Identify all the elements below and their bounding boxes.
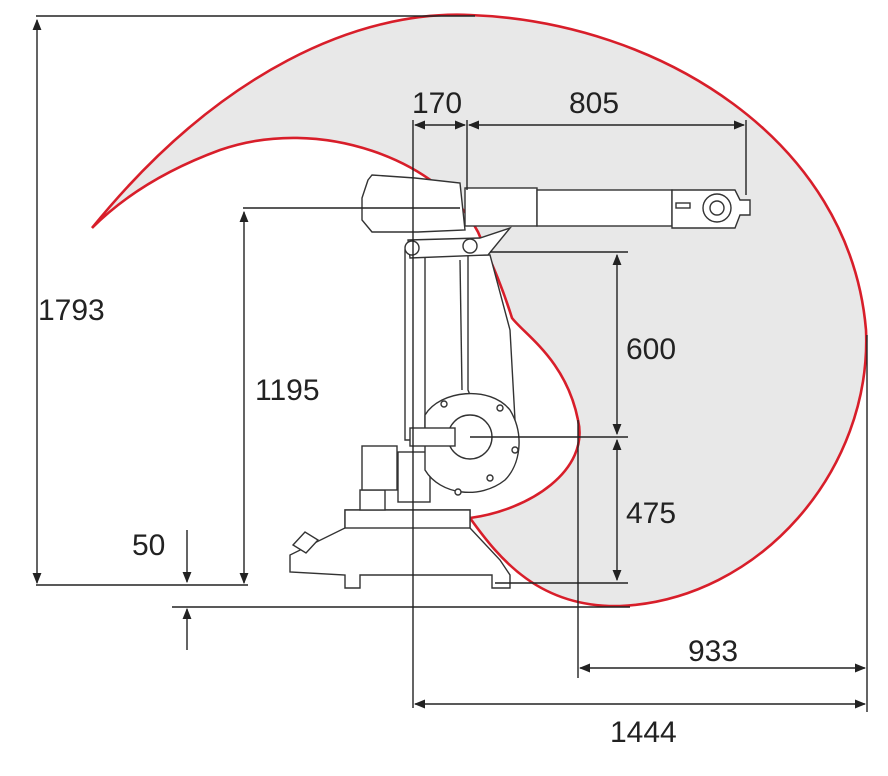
work-envelope-area <box>90 13 868 608</box>
elbow-joint <box>404 226 513 259</box>
dim-shoulder-height: 1195 <box>255 374 320 407</box>
dim-lower-height: 475 <box>626 497 676 530</box>
dim-upper-arm: 600 <box>626 333 676 366</box>
dim-shoulder-offset: 170 <box>412 87 462 120</box>
dim-total-reach: 1444 <box>610 716 677 749</box>
robot-base <box>289 489 511 589</box>
dim-inner-reach: 933 <box>688 635 738 668</box>
dimension-lines <box>32 15 868 712</box>
shoulder-joint <box>409 392 520 496</box>
dim-base-offset: 50 <box>132 529 165 562</box>
dim-arm-length: 805 <box>569 87 619 120</box>
upper-arm <box>361 174 751 233</box>
dim-total-height: 1793 <box>38 294 105 327</box>
